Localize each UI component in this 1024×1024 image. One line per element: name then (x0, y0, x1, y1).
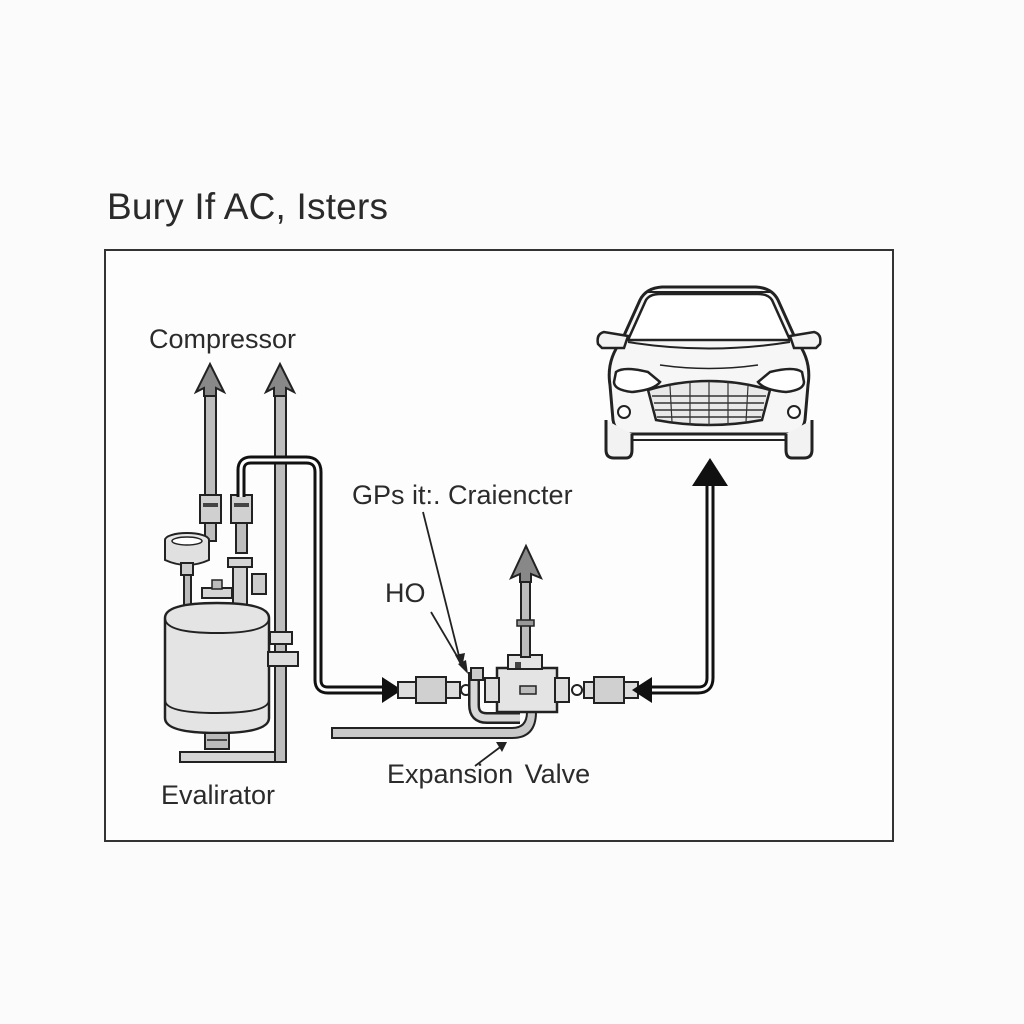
expansion-valve-icon (331, 543, 639, 739)
evaporator-label: Evalirator (161, 780, 276, 810)
car-front-icon (596, 285, 822, 460)
up-arrow-icon (508, 543, 543, 583)
up-arrow-icon (193, 361, 227, 397)
up-arrow-icon (692, 458, 728, 486)
refrigerant-line-left (236, 455, 402, 703)
up-arrow-icon (263, 361, 297, 397)
compressor-label: Compressor (149, 324, 297, 354)
left-arrow-icon (632, 677, 652, 703)
diagram-title: Bury If AC, Isters (107, 186, 389, 227)
ho-label: HO (385, 578, 426, 608)
right-arrow-icon (382, 677, 402, 703)
gps-connector-label: GPs it:. Craiencter (352, 480, 573, 510)
expansion-valve-label: Expansion Valve (387, 759, 591, 789)
pointer-lines (422, 511, 507, 767)
compressor-outlet-pipes (193, 361, 297, 763)
evaporator-tank-icon (163, 532, 299, 763)
refrigerant-line-right (632, 458, 728, 703)
